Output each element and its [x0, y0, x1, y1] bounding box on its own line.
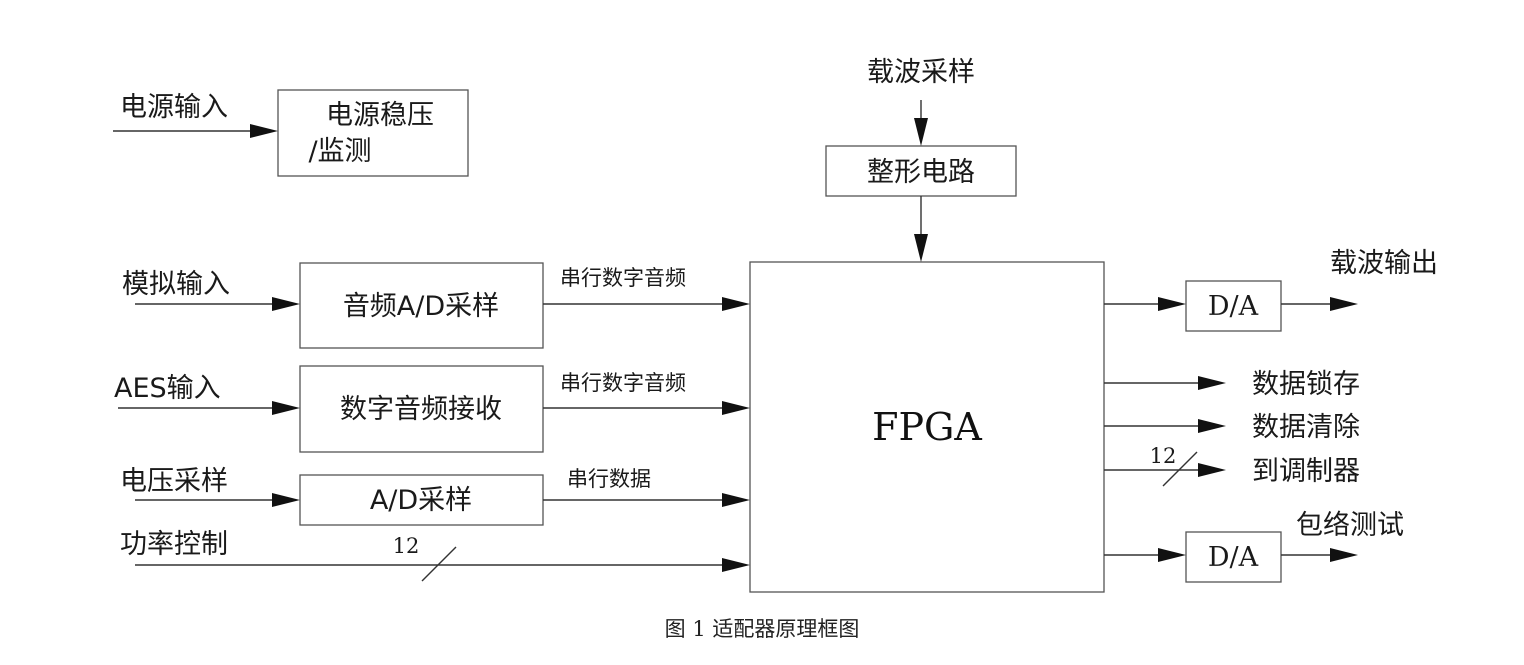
- arrow-head-serial-data: [722, 493, 750, 507]
- serial-data-label: 串行数据: [567, 467, 651, 491]
- digital-audio-rx-label: 数字音频接收: [340, 394, 502, 425]
- power-regulator-box: [277, 89, 469, 177]
- arrow-heads: [250, 118, 1358, 572]
- fpga-box: [749, 261, 1105, 593]
- da-top-label: D/A: [1208, 291, 1259, 322]
- arrow-head-serial-audio-1: [722, 297, 750, 311]
- data-latch-label: 数据锁存: [1252, 369, 1360, 400]
- bus-width-out-label: 12: [1150, 444, 1177, 468]
- voltage-sample-label: 电压采样: [120, 466, 228, 497]
- power-control-label: 功率控制: [120, 529, 228, 560]
- da-top-box: [1185, 280, 1282, 332]
- to-modulator-label: 到调制器: [1252, 456, 1360, 487]
- arrow-head-power-control: [722, 558, 750, 572]
- power-regulator-label-line2: /监测: [308, 136, 371, 167]
- da-bottom-label: D/A: [1208, 542, 1259, 573]
- connector-lines: [113, 100, 1342, 582]
- analog-input-label: 模拟输入: [122, 269, 230, 300]
- serial-audio-1-label: 串行数字音频: [560, 266, 686, 290]
- da-bottom-box: [1185, 531, 1282, 583]
- arrow-head-carrier-sample: [914, 118, 928, 146]
- audio-ad-label: 音频A/D采样: [343, 291, 499, 322]
- power-regulator-label-line1: 电源稳压: [326, 100, 434, 131]
- audio-ad-box: [299, 262, 544, 349]
- arrow-head-aes-input: [272, 401, 300, 415]
- arrow-head-serial-audio-2: [722, 401, 750, 415]
- bus-width-in-label: 12: [393, 534, 420, 558]
- shaping-circuit-label: 整形电路: [867, 157, 975, 188]
- carrier-sample-label: 载波采样: [867, 57, 975, 88]
- arrow-head-carrier-output: [1330, 297, 1358, 311]
- power-input-label: 电源输入: [120, 92, 228, 123]
- ad-sample-label: A/D采样: [370, 485, 472, 516]
- serial-audio-2-label: 串行数字音频: [560, 371, 686, 395]
- digital-audio-rx-box: [299, 365, 544, 453]
- data-clear-label: 数据清除: [1252, 412, 1360, 443]
- shaping-circuit-box: [825, 145, 1017, 197]
- arrow-head-power-input: [250, 124, 278, 138]
- arrow-head-data-clear: [1198, 419, 1226, 433]
- arrow-head-data-latch: [1198, 376, 1226, 390]
- arrow-head-to-modulator: [1198, 463, 1226, 477]
- bus-slash-in: [421, 546, 457, 582]
- arrow-head-voltage-sample: [272, 493, 300, 507]
- arrow-head-envelope-test: [1330, 548, 1358, 562]
- bus-slash-out: [1162, 451, 1198, 487]
- aes-input-label: AES输入: [114, 373, 221, 404]
- arrow-head-da-bottom: [1158, 548, 1186, 562]
- ad-sample-box: [299, 474, 544, 526]
- fpga-label: FPGA: [872, 405, 982, 449]
- arrow-head-da-top: [1158, 297, 1186, 311]
- carrier-output-label: 载波输出: [1330, 248, 1438, 279]
- arrow-head-analog-input: [272, 297, 300, 311]
- arrow-head-shaping-to-fpga: [914, 234, 928, 262]
- envelope-test-label: 包络测试: [1296, 510, 1404, 541]
- figure-caption: 图 1 适配器原理框图: [665, 617, 860, 641]
